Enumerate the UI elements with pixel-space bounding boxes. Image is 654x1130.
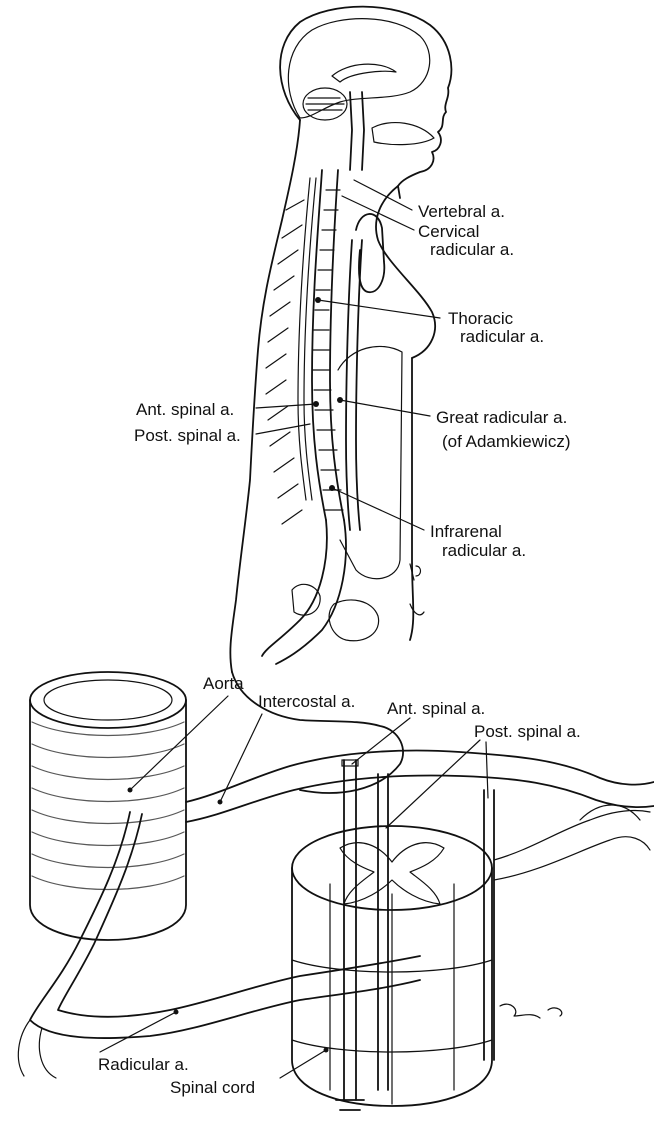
brainstem	[350, 92, 364, 170]
right-branch-vessels	[494, 805, 650, 880]
bladder	[329, 600, 379, 641]
label-cervical-radicular-artery-line1: Cervical	[418, 222, 479, 241]
abdomen-cavity	[338, 346, 402, 578]
label-ant-spinal-artery-bottom: Ant. spinal a.	[387, 699, 485, 718]
label-post-spinal-artery-bottom: Post. spinal a.	[474, 722, 581, 741]
label-cervical-radicular-artery-line2: radicular a.	[430, 240, 514, 259]
oral-cavity	[372, 123, 434, 145]
post-spinal-artery-left	[378, 774, 388, 1090]
label-great-radicular-artery-line1: Great radicular a.	[436, 408, 567, 427]
label-aorta: Aorta	[203, 674, 244, 693]
label-intercostal-artery: Intercostal a.	[258, 692, 355, 711]
label-radicular-artery: Radicular a.	[98, 1055, 189, 1074]
label-great-radicular-artery-line2: (of Adamkiewicz)	[442, 432, 570, 451]
ant-spinal-artery	[344, 760, 356, 1100]
sagittal-body-figure	[230, 7, 451, 793]
vertebral-column	[262, 170, 346, 664]
label-ant-spinal-artery-top: Ant. spinal a.	[136, 400, 234, 419]
body-front	[410, 358, 413, 640]
label-infrarenal-radicular-artery-line2: radicular a.	[442, 541, 526, 560]
label-spinal-cord: Spinal cord	[170, 1078, 255, 1097]
label-thoracic-radicular-artery-line1: Thoracic	[448, 309, 513, 328]
corpus-callosum	[332, 64, 396, 82]
label-infrarenal-radicular-artery-line1: Infrarenal	[430, 522, 502, 541]
aortic-arch	[356, 214, 384, 292]
artist-signature-bottom	[500, 1004, 562, 1018]
descending-aorta	[346, 240, 352, 530]
label-post-spinal-artery-top: Post. spinal a.	[134, 426, 241, 445]
label-vertebral-artery: Vertebral a.	[418, 202, 505, 221]
neck-back	[230, 120, 300, 672]
radicular-artery	[30, 812, 420, 1038]
bottom-leader-lines	[100, 696, 488, 1078]
label-thoracic-radicular-artery-line2: radicular a.	[460, 327, 544, 346]
brain-outline	[288, 19, 429, 118]
